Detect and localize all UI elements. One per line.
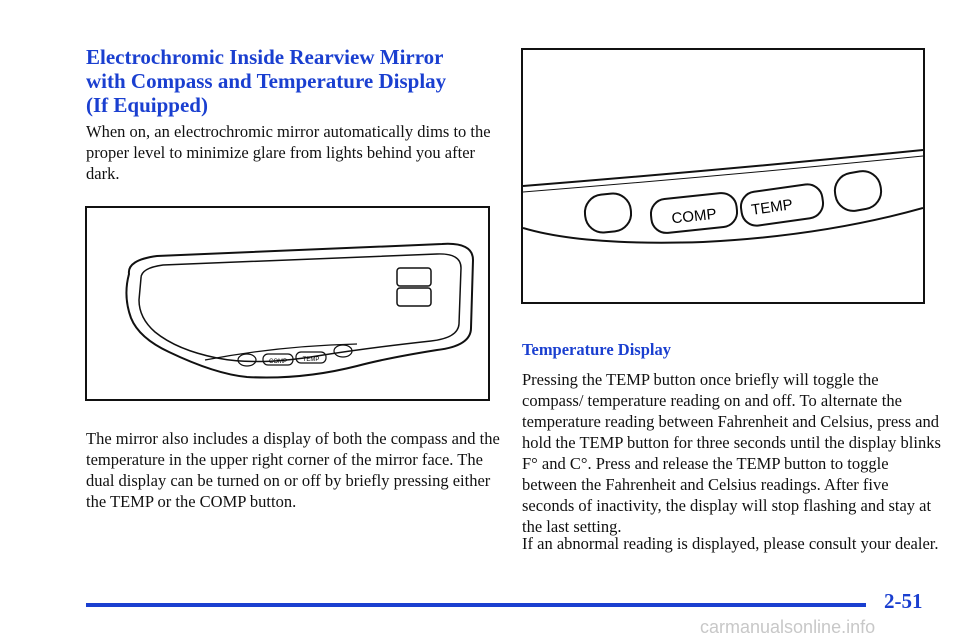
footer-rule: [86, 603, 866, 607]
section-title-line-2: with Compass and Temperature Display: [86, 69, 447, 93]
left-button[interactable]: [583, 192, 633, 235]
watermark: carmanualsonline.info: [700, 617, 876, 637]
left-button[interactable]: [237, 353, 257, 367]
abnormal-reading-paragraph: If an abnormal reading is displayed, ple…: [522, 534, 939, 553]
temp-label: TEMP: [750, 196, 794, 219]
temp-button[interactable]: [295, 351, 327, 364]
temperature-paragraph: Pressing the TEMP button once briefly wi…: [522, 370, 941, 536]
compass-window: [396, 267, 432, 287]
buttons-closeup-illustration: COMP TEMP: [521, 48, 925, 304]
page-number: 2-51: [884, 589, 923, 613]
comp-label: COMP: [671, 206, 718, 228]
comp-label: COMP: [269, 359, 287, 365]
temp-label: TEMP: [303, 357, 320, 363]
section-title-line-1: Electrochromic Inside Rearview Mirror: [86, 45, 444, 69]
right-button[interactable]: [333, 344, 353, 358]
intro-paragraph: When on, an electrochromic mirror automa…: [86, 122, 491, 183]
comp-button[interactable]: [262, 353, 294, 366]
temperature-display-heading: Temperature Display: [522, 340, 671, 359]
section-title: Electrochromic Inside Rearview Mirror wi…: [86, 45, 486, 117]
temp-button[interactable]: [739, 182, 825, 227]
section-title-line-3: (If Equipped): [86, 93, 208, 117]
display-paragraph: The mirror also includes a display of bo…: [86, 429, 500, 511]
temperature-window: [396, 287, 432, 307]
mirror-illustration: COMP TEMP: [85, 206, 490, 401]
comp-button[interactable]: [649, 192, 739, 235]
right-button[interactable]: [832, 168, 884, 213]
